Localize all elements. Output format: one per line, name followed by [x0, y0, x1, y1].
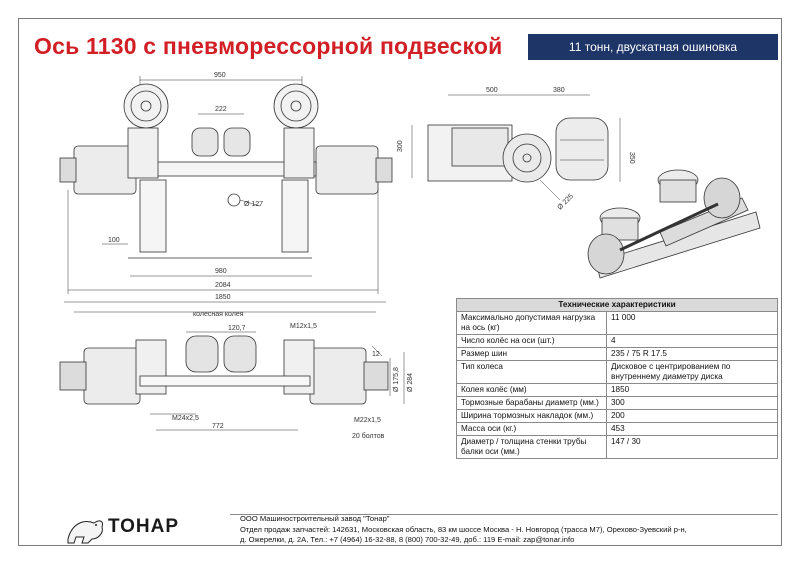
subtitle-text: 11 тонн, двускатная ошиновка [568, 40, 738, 54]
spec-label: Масса оси (кг.) [456, 422, 607, 436]
subtitle-bar: 11 тонн, двускатная ошиновка [528, 34, 778, 60]
spec-value: 235 / 75 R 17.5 [606, 347, 778, 361]
spec-label: Тормозные барабаны диаметр (мм.) [456, 396, 607, 410]
table-row: Ширина тормозных накладок (мм.)200 [456, 409, 778, 423]
front-view [59, 301, 405, 431]
spec-label: Размер шин [456, 347, 607, 361]
table-row: Тормозные барабаны диаметр (мм.)300 [456, 396, 778, 410]
specs-heading: Технические характеристики [456, 298, 778, 312]
spec-value: Дисковое с центрированием по внутреннему… [606, 360, 778, 384]
dim-980: 980 [215, 268, 227, 275]
dim-300: 300 [397, 140, 404, 152]
spec-label: Колея колёс (мм) [456, 383, 607, 397]
table-row: Диаметр / толщина стенки трубы балки оси… [456, 435, 778, 459]
spec-value: 453 [606, 422, 778, 436]
top-view [59, 76, 393, 294]
spec-label: Максимально допустимая нагрузка на ось (… [456, 311, 607, 335]
dim-100: 100 [108, 237, 120, 244]
table-row: Колея колёс (мм)1850 [456, 383, 778, 397]
dim-772: 772 [212, 423, 224, 430]
company-contacts: д. Ожерелки, д. 2А, Тел.: +7 (4964) 16-3… [240, 535, 575, 544]
label-m12: M12x1,5 [290, 323, 317, 330]
iso-view [587, 169, 761, 279]
dim-12: 12 [372, 351, 380, 358]
bear-logo-icon [67, 520, 103, 544]
dim-120-7: 120,7 [228, 325, 246, 332]
dim-284: Ø 284 [407, 373, 414, 392]
side-view [411, 94, 621, 201]
spec-label: Число колёс на оси (шт.) [456, 334, 607, 348]
dim-222: 222 [215, 106, 227, 113]
spec-value: 147 / 30 [606, 435, 778, 459]
label-m24: M24x2,5 [172, 415, 199, 422]
dim-1850: 1850 [215, 294, 231, 301]
page-title: Ось 1130 с пневморессорной подвеской [34, 33, 503, 59]
table-row: Число колёс на оси (шт.)4 [456, 334, 778, 348]
dim-127: Ø 127 [244, 201, 263, 208]
company-name: ООО Машиностроительный завод "Тонар" [240, 514, 390, 523]
label-wheel-track: колесная колея [193, 311, 244, 318]
dim-950: 950 [214, 72, 226, 79]
spec-value: 1850 [606, 383, 778, 397]
company-address: Отдел продаж запчастей: 142631, Московск… [240, 524, 687, 534]
spec-value: 11 000 [606, 311, 778, 335]
spec-value: 300 [606, 396, 778, 410]
table-row: Максимально допустимая нагрузка на ось (… [456, 311, 778, 335]
footer-divider [230, 514, 778, 515]
dim-500: 500 [486, 87, 498, 94]
spec-label: Тип колеса [456, 360, 607, 384]
label-m22: M22x1,5 [354, 417, 381, 424]
label-20-bolts: 20 болтов [352, 432, 385, 440]
spec-value: 4 [606, 334, 778, 348]
dim-175-8: Ø 175,8 [393, 367, 400, 392]
spec-label: Диаметр / толщина стенки трубы балки оси… [456, 435, 607, 459]
specs-table: Технические характеристики Максимально д… [456, 298, 778, 459]
dim-225: Ø 225 [556, 193, 575, 212]
spec-label: Ширина тормозных накладок (мм.) [456, 409, 607, 423]
spec-value: 200 [606, 409, 778, 423]
brand-logo-text: ТОНАР [108, 516, 180, 537]
dim-2084: 2084 [215, 282, 231, 289]
company-info: ООО Машиностроительный завод "Тонар" Отд… [240, 514, 687, 546]
dim-350: 350 [628, 152, 635, 164]
page-frame [18, 18, 782, 546]
table-row: Масса оси (кг.)453 [456, 422, 778, 436]
dim-380: 380 [553, 87, 565, 94]
